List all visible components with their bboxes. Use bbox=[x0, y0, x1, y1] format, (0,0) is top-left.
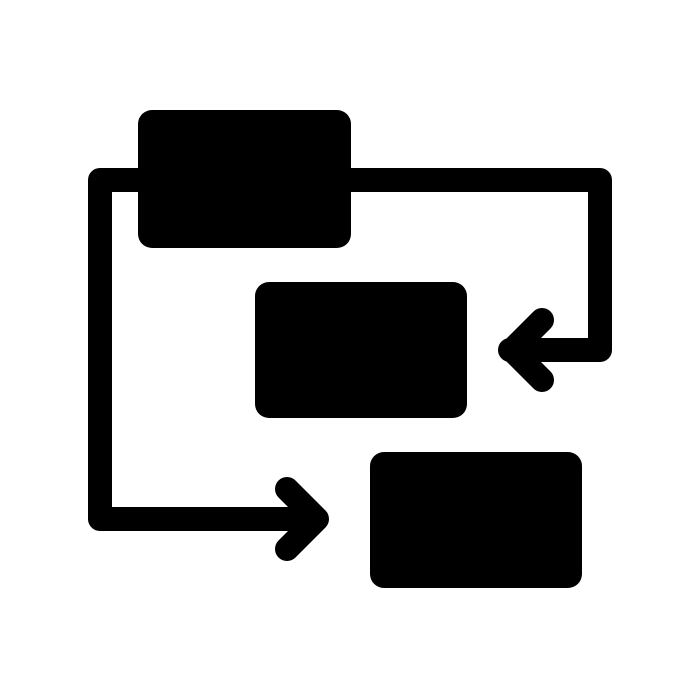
connector-right-line bbox=[336, 168, 612, 362]
arrowhead-left-icon bbox=[500, 308, 554, 392]
arrowhead-right-icon bbox=[275, 477, 329, 561]
target-box bbox=[370, 452, 582, 588]
source-box bbox=[138, 110, 351, 248]
middle-box bbox=[255, 282, 467, 418]
connector-left-line bbox=[88, 168, 327, 531]
